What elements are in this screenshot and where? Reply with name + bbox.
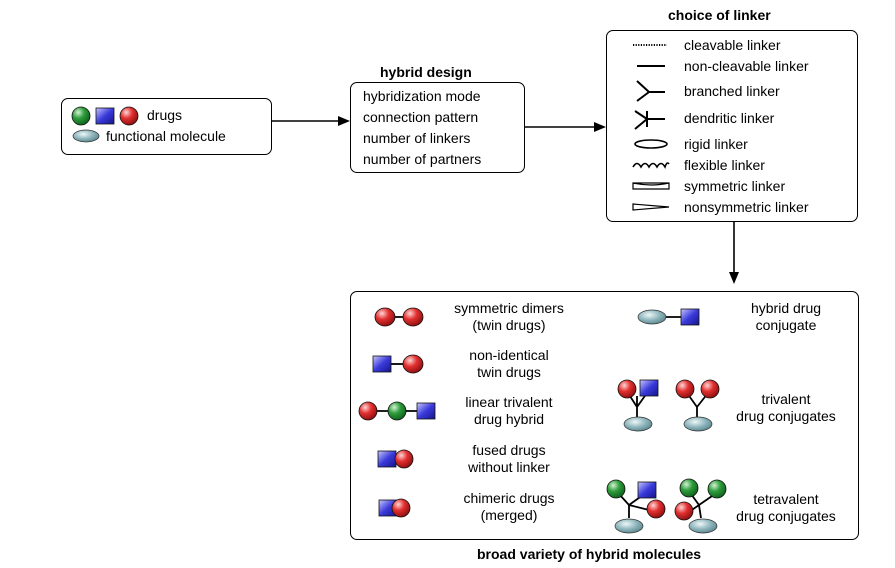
linker-row: nonsymmetric linker bbox=[607, 197, 857, 219]
linker-row: flexible linker bbox=[607, 155, 857, 177]
flexible-linker-icon bbox=[632, 162, 670, 169]
dendritic-linker-icon bbox=[634, 110, 665, 130]
trivalent-conjugate-icon bbox=[675, 379, 720, 432]
fused-drugs-icon bbox=[377, 449, 414, 469]
hybrid-molecules-box: symmetric dimers(twin drugs) non-identic… bbox=[350, 291, 859, 540]
trivalent-conjugate-icon bbox=[617, 379, 659, 432]
non-identical-twin-icon bbox=[372, 354, 424, 374]
nonsymmetric-linker-icon bbox=[632, 203, 670, 211]
symmetric-dimer-icon bbox=[374, 307, 424, 327]
linker-row: dendritic linker bbox=[607, 107, 857, 130]
variety-label: chimeric drugs(merged) bbox=[463, 490, 555, 523]
chimeric-drugs-icon bbox=[378, 498, 411, 518]
hybrid-drug-conjugate-icon bbox=[637, 308, 700, 326]
design-item: connection pattern bbox=[363, 109, 479, 125]
linker-box: cleavable linker non-cleavable linker br… bbox=[606, 30, 858, 222]
linker-row: non-cleavable linker bbox=[607, 56, 857, 78]
molecule-icons bbox=[358, 307, 727, 534]
linker-row: cleavable linker bbox=[607, 35, 857, 57]
drug-shapes-icon bbox=[71, 106, 139, 126]
branched-linker-icon bbox=[636, 80, 665, 102]
linker-row: rigid linker bbox=[607, 134, 857, 156]
design-item: hybridization mode bbox=[363, 88, 481, 104]
non-cleavable-linker-icon bbox=[637, 65, 665, 67]
input-box: drugs functional molecule bbox=[61, 98, 272, 155]
cleavable-linker-icon bbox=[633, 44, 667, 46]
drugs-label: drugs bbox=[147, 107, 183, 123]
tetravalent-conjugate-icon bbox=[606, 479, 666, 534]
tetravalent-conjugate-icon bbox=[674, 478, 727, 534]
hybrid-design-box: hybridization mode connection pattern nu… bbox=[350, 82, 525, 173]
linker-row: branched linker bbox=[607, 79, 857, 102]
design-item: number of linkers bbox=[363, 130, 471, 146]
rigid-linker-icon bbox=[634, 139, 668, 149]
functional-molecule-icon bbox=[72, 129, 100, 143]
design-item: number of partners bbox=[363, 151, 482, 167]
hybrid-design-title: hybrid design bbox=[380, 64, 472, 80]
linear-trivalent-icon bbox=[358, 401, 436, 421]
symmetric-linker-icon bbox=[632, 182, 670, 190]
linker-row: symmetric linker bbox=[607, 176, 857, 198]
functional-molecule-label: functional molecule bbox=[106, 128, 226, 144]
variety-title: broad variety of hybrid molecules bbox=[477, 546, 702, 562]
variety-label: symmetric dimers(twin drugs) bbox=[454, 300, 564, 333]
linker-title: choice of linker bbox=[668, 7, 771, 23]
